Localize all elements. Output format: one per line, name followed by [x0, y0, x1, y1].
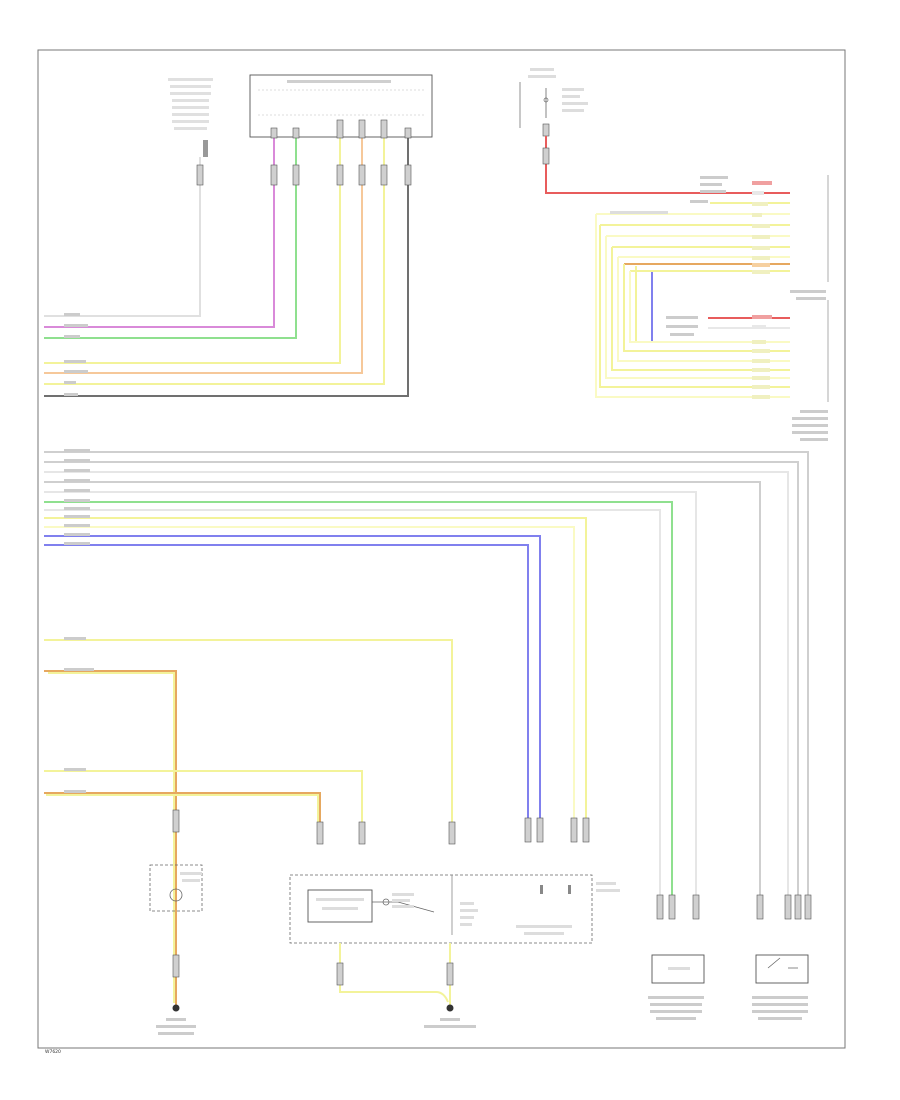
- wire-yellow-tracer: [48, 672, 175, 1003]
- ground-symbol-right: [446, 1004, 454, 1012]
- module-sub-box: [307, 889, 373, 923]
- bus-wire-10: [44, 535, 541, 825]
- ground-symbol-left: [172, 1004, 180, 1012]
- sensor-component-left: [149, 864, 203, 1035]
- bus-wire-6: [44, 501, 673, 900]
- wire-green: [44, 137, 297, 339]
- bus-wire-2: [44, 461, 799, 900]
- diagram-frame: [37, 49, 846, 1049]
- wire-yellow-2: [44, 137, 385, 385]
- lower-connectors: [172, 809, 812, 920]
- control-unit-wires: [44, 119, 412, 397]
- bus-wire-11: [44, 544, 529, 825]
- wire-yellow-lower: [46, 794, 319, 825]
- right-connector-lower: [595, 214, 829, 441]
- lower-left-wires: [44, 637, 453, 1005]
- left-wire-tags-upper: [64, 313, 88, 396]
- footer-code: W7620: [45, 1049, 61, 1055]
- bus-wire-7: [44, 509, 661, 900]
- connector-pin: [203, 140, 208, 157]
- wire-pink: [44, 137, 275, 328]
- wire-orange: [44, 670, 177, 1005]
- bus-wire-3: [44, 471, 789, 900]
- bus-wire-9: [44, 526, 575, 825]
- wire-light-grey: [44, 157, 201, 317]
- bus-wire-1: [44, 451, 809, 900]
- fuse-block: [519, 68, 588, 137]
- bus-wire-5: [44, 491, 697, 900]
- wire-yellow-mid: [44, 770, 363, 825]
- wire-orange-lower: [44, 792, 321, 825]
- wire-yellow-1: [44, 137, 341, 364]
- wire-grey: [44, 137, 409, 397]
- bottom-right-switches: [648, 954, 809, 1020]
- sensor-label-block: [168, 78, 213, 157]
- module-ground-path: [336, 943, 476, 1028]
- wire-yellow-upper: [44, 639, 453, 825]
- horizontal-bus: [44, 449, 809, 900]
- bus-wire-8: [44, 517, 587, 825]
- bus-wire-4: [44, 481, 761, 900]
- wire-orange-pale: [44, 137, 363, 374]
- right-connector-upper: [596, 175, 829, 282]
- control-module-bottom: [289, 874, 620, 944]
